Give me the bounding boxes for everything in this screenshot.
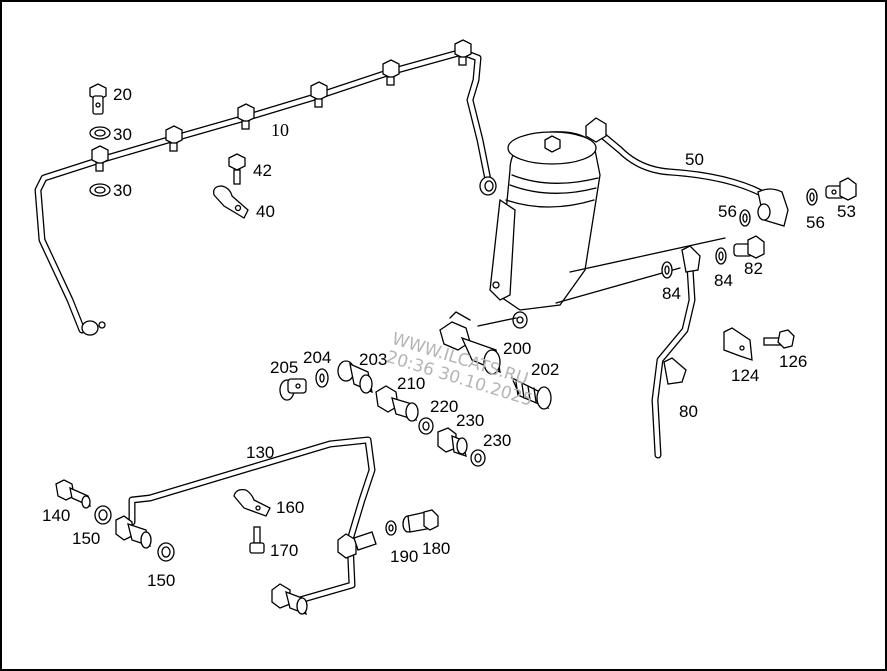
sealing-washer-56[interactable]: [806, 188, 818, 206]
injector-connector: [310, 81, 328, 108]
leak-off-line-10[interactable]: [34, 39, 497, 336]
banjo-fitting-203[interactable]: [337, 360, 373, 394]
injector-connector: [382, 59, 400, 86]
injector-connector: [165, 125, 183, 152]
callout-220[interactable]: 230: [456, 411, 485, 430]
injector-connector: [91, 145, 109, 172]
sealing-washer-56[interactable]: [739, 209, 751, 227]
banjo-bolt-53[interactable]: [825, 177, 857, 201]
screw-plug-180[interactable]: [402, 509, 439, 533]
fitting-200[interactable]: [439, 311, 501, 375]
banjo-bolt-205[interactable]: [279, 378, 307, 401]
callout-180[interactable]: 180: [422, 539, 451, 558]
callout-53[interactable]: 53: [837, 202, 856, 221]
bolt-170[interactable]: [249, 526, 265, 554]
callout-20[interactable]: 20: [113, 85, 132, 104]
fuel-line-50[interactable]: [585, 117, 789, 227]
sealing-washer-230[interactable]: [470, 449, 486, 467]
callout-30[interactable]: 30: [113, 125, 132, 144]
banjo-bolt-82[interactable]: [733, 235, 765, 259]
sealing-washer-230[interactable]: [418, 417, 434, 435]
fuel-line-80[interactable]: [651, 245, 701, 459]
callout-56[interactable]: 56: [718, 202, 737, 221]
callout-84[interactable]: 84: [714, 271, 733, 290]
callout-190[interactable]: 190: [390, 547, 419, 566]
callout-205[interactable]: 205: [270, 358, 299, 377]
sealing-washer-204[interactable]: [315, 368, 329, 388]
connector-202[interactable]: [510, 376, 552, 410]
fuel-filter[interactable]: [477, 131, 726, 329]
sealing-washer-84[interactable]: [715, 247, 727, 265]
callout-126[interactable]: 126: [779, 352, 808, 371]
callout-80[interactable]: 80: [679, 402, 698, 421]
sealing-washer-30[interactable]: [89, 126, 111, 140]
callout-204[interactable]: 204: [303, 348, 332, 367]
callout-230[interactable]: 230: [483, 431, 512, 450]
sealing-washer-150[interactable]: [157, 542, 175, 562]
sealing-washer-150[interactable]: [94, 505, 112, 525]
clip-40[interactable]: [213, 185, 249, 219]
union-fitting-210[interactable]: [375, 385, 419, 422]
callout-150[interactable]: 150: [147, 571, 176, 590]
callout-40[interactable]: 40: [256, 202, 275, 221]
callout-150[interactable]: 150: [72, 529, 101, 548]
callout-84[interactable]: 84: [662, 284, 681, 303]
callout-200[interactable]: 200: [503, 339, 532, 358]
bolt-126[interactable]: [763, 329, 795, 349]
callout-82[interactable]: 82: [744, 259, 763, 278]
sealing-ring-190[interactable]: [385, 520, 397, 536]
callout-210[interactable]: 210: [397, 374, 426, 393]
callout-203[interactable]: 203: [359, 350, 388, 369]
callout-230[interactable]: 220: [430, 397, 459, 416]
sealing-washer-84[interactable]: [661, 261, 673, 279]
callout-160[interactable]: 160: [276, 498, 305, 517]
banjo-bolt-140[interactable]: [55, 479, 91, 509]
callout-10[interactable]: 10: [271, 120, 289, 140]
callout-130[interactable]: 130: [246, 443, 275, 462]
clip-124[interactable]: [723, 327, 753, 361]
callout-140[interactable]: 140: [42, 506, 71, 525]
bolt-42[interactable]: [228, 153, 246, 185]
clip-160[interactable]: [233, 488, 271, 517]
callout-56[interactable]: 56: [806, 213, 825, 232]
callout-50[interactable]: 50: [685, 150, 704, 169]
callout-42[interactable]: 42: [253, 161, 272, 180]
fuel-line-130[interactable]: [115, 436, 377, 616]
injector-connector: [454, 39, 472, 66]
callout-124[interactable]: 124: [731, 366, 760, 385]
union-nut-220[interactable]: [437, 427, 468, 457]
callout-170[interactable]: 170: [270, 541, 299, 560]
callout-202[interactable]: 202: [531, 360, 560, 379]
banjo-bolt-20[interactable]: [89, 83, 107, 115]
sealing-washer-30[interactable]: [89, 183, 111, 197]
injector-connector: [237, 103, 255, 130]
callout-30[interactable]: 30: [113, 181, 132, 200]
